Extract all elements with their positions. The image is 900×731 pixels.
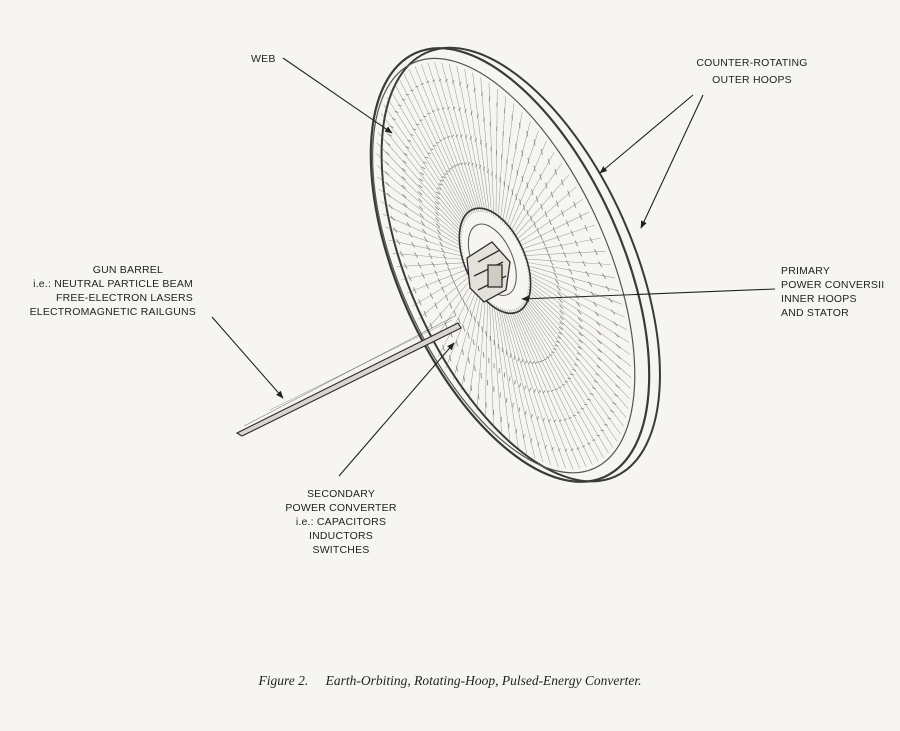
primary-converter-label: PRIMARY POWER CONVERSII INNER HOOPS AND … (781, 265, 884, 319)
rotating-hoop-disk (369, 46, 661, 483)
leader-lines (211, 57, 776, 477)
inner-hoop (458, 207, 532, 315)
primary-leader (521, 288, 776, 302)
web-label: WEB (251, 53, 276, 65)
secondary-leader (338, 342, 455, 477)
svg-text:OUTER HOOPS: OUTER HOOPS (712, 74, 792, 86)
svg-text:i.e.: NEUTRAL PARTICLE BEAM: i.e.: NEUTRAL PARTICLE BEAM (33, 278, 193, 290)
svg-text:AND STATOR: AND STATOR (781, 307, 849, 319)
web-leader (282, 57, 393, 134)
svg-text:GUN BARREL: GUN BARREL (93, 264, 163, 276)
gun-barrel-label: GUN BARREL i.e.: NEUTRAL PARTICLE BEAM F… (30, 264, 196, 318)
svg-text:SECONDARY: SECONDARY (307, 488, 375, 500)
gun-leader (211, 316, 284, 399)
outer-hoop-back (380, 46, 661, 483)
outer-hoop-leader-2 (640, 94, 704, 229)
figure-caption: Figure 2. Earth-Orbiting, Rotating-Hoop,… (0, 673, 900, 689)
outer-hoop-front (369, 47, 651, 483)
svg-text:INNER HOOPS: INNER HOOPS (781, 293, 857, 305)
svg-text:PRIMARY: PRIMARY (781, 265, 830, 277)
svg-text:POWER CONVERSII: POWER CONVERSII (781, 279, 884, 291)
secondary-converter-label: SECONDARY POWER CONVERTER i.e.: CAPACITO… (285, 488, 397, 556)
svg-text:FREE-ELECTRON LASERS: FREE-ELECTRON LASERS (56, 292, 193, 304)
outer-hoop-leader-1 (599, 94, 694, 174)
stator-body (466, 241, 511, 303)
svg-text:i.e.: CAPACITORS: i.e.: CAPACITORS (296, 516, 386, 528)
svg-text:POWER CONVERTER: POWER CONVERTER (285, 502, 397, 514)
outer-hoops-label: COUNTER-ROTATING OUTER HOOPS (696, 57, 807, 86)
figure-number: Figure 2. (258, 673, 309, 688)
gun-barrel (235, 315, 462, 437)
svg-text:SWITCHES: SWITCHES (312, 544, 369, 556)
figure-title: Earth-Orbiting, Rotating-Hoop, Pulsed-En… (325, 673, 642, 688)
svg-text:INDUCTORS: INDUCTORS (309, 530, 373, 542)
svg-text:ELECTROMAGNETIC RAILGUNS: ELECTROMAGNETIC RAILGUNS (30, 306, 196, 318)
svg-text:COUNTER-ROTATING: COUNTER-ROTATING (696, 57, 807, 69)
web-spokes (376, 62, 632, 469)
